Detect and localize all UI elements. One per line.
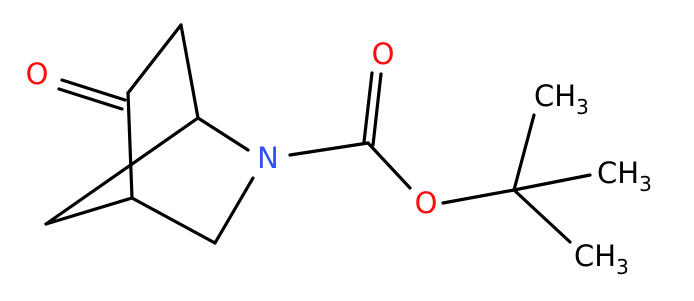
bond-carbonyl-double-a xyxy=(362,71,374,144)
bond-c6-c1 xyxy=(179,23,200,120)
bond-ester-o-quaternary-c xyxy=(441,188,516,205)
bond-c1-n xyxy=(196,116,250,152)
atom-methyl-bottom: CH3 xyxy=(574,239,629,279)
bond-quaternary-c-methyl-top xyxy=(512,113,536,192)
bond-c5-c4 xyxy=(126,91,134,200)
bond-ketone-double-b xyxy=(57,87,124,111)
bond-carbonyl-c-ester-o xyxy=(366,141,412,190)
atom-oxygen-ester: O xyxy=(415,186,438,220)
atom-oxygen-ketone: O xyxy=(26,57,49,91)
atom-oxygen-carbonyl: O xyxy=(372,37,395,71)
methyl-bottom-main: CH xyxy=(574,239,616,273)
bond-c3-n xyxy=(213,176,255,245)
atom-labels: O N O O CH3 CH3 CH3 xyxy=(26,37,652,279)
methyl-top-main: CH xyxy=(534,79,576,113)
bond-quaternary-c-methyl-bottom xyxy=(512,188,572,244)
methyl-top-subscript: 3 xyxy=(576,95,589,119)
bond-c4-c7 xyxy=(44,196,134,226)
bond-quaternary-c-methyl-right xyxy=(512,173,592,192)
atom-methyl-right: CH3 xyxy=(597,156,652,196)
methyl-right-main: CH xyxy=(597,156,639,190)
bond-c5-c6 xyxy=(126,23,183,95)
atom-nitrogen: N xyxy=(257,141,279,175)
bond-ketone-double-a xyxy=(60,78,127,102)
methyl-bottom-subscript: 3 xyxy=(616,255,629,279)
bond-n-carbonyl-c xyxy=(288,141,370,157)
bond-c7-c1 xyxy=(44,116,200,226)
bond-c4-c3 xyxy=(130,196,217,245)
atom-methyl-top: CH3 xyxy=(534,79,589,119)
methyl-right-subscript: 3 xyxy=(639,172,652,196)
bond-carbonyl-double-b xyxy=(371,72,383,147)
bonds xyxy=(44,23,592,245)
